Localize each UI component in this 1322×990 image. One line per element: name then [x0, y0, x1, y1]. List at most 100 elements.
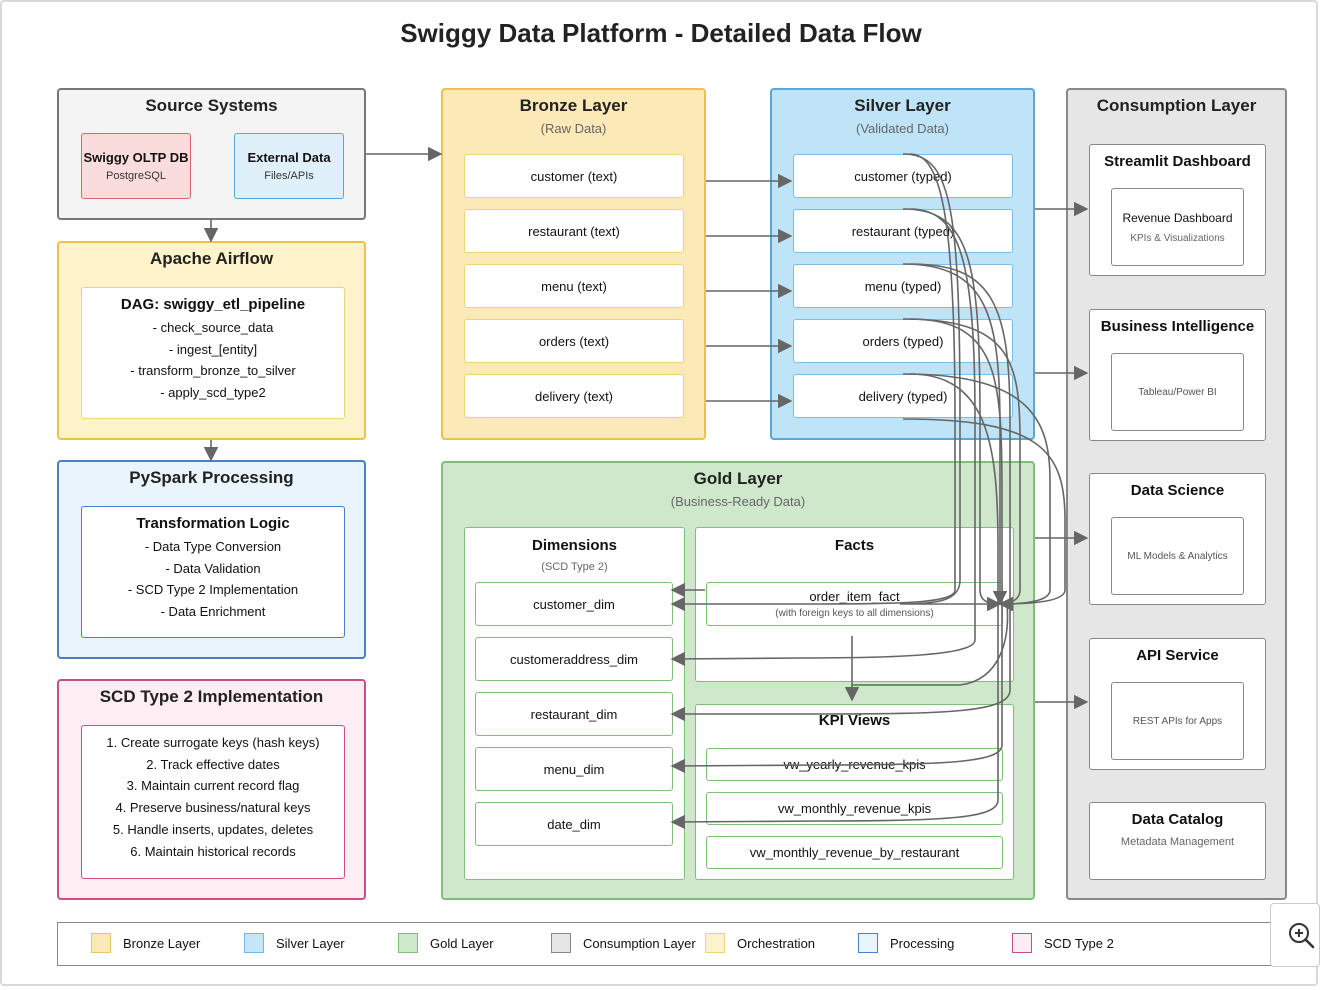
tableau-label: Tableau/Power BI — [1138, 386, 1217, 398]
dag-lines: - check_source_data - ingest_[entity] - … — [82, 317, 344, 404]
order-item-fact-sub: (with foreign keys to all dimensions) — [775, 608, 934, 619]
legend-label: Processing — [890, 935, 955, 951]
kpi-monthly-revenue-by-restaurant: vw_monthly_revenue_by_restaurant — [706, 836, 1003, 869]
revenue-dashboard-sub: KPIs & Visualizations — [1130, 232, 1225, 244]
bronze-item-label: restaurant (text) — [528, 223, 620, 239]
legend-swatch — [244, 933, 264, 953]
legend-item-scd: SCD Type 2 — [1012, 933, 1114, 953]
legend-label: Silver Layer — [276, 935, 345, 951]
dim-customeraddress: customeraddress_dim — [475, 637, 673, 681]
legend-label: Consumption Layer — [583, 935, 696, 951]
bronze-item-label: orders (text) — [538, 333, 610, 349]
order-item-fact-label: order_item_fact — [809, 589, 900, 604]
silver-menu: menu (typed) — [793, 264, 1013, 308]
dag-box: DAG: swiggy_etl_pipeline - check_source_… — [81, 287, 345, 419]
kpi-label: vw_yearly_revenue_kpis — [783, 757, 926, 772]
rest-apis-label: REST APIs for Apps — [1132, 715, 1223, 727]
rest-apis-box: REST APIs for Apps — [1111, 682, 1244, 760]
legend-item-bronze: Bronze Layer — [91, 933, 200, 953]
diagram-title: Swiggy Data Platform - Detailed Data Flo… — [400, 18, 922, 48]
tableau-box: Tableau/Power BI — [1111, 353, 1244, 431]
legend-label: Gold Layer — [430, 935, 494, 951]
dag-line: - ingest_[entity] — [168, 341, 258, 357]
transformation-line: - Data Enrichment — [160, 604, 266, 620]
kpi-label: vw_monthly_revenue_kpis — [777, 801, 932, 816]
bronze-item-label: delivery (text) — [534, 388, 614, 404]
bronze-layer-sub: (Raw Data) — [540, 121, 607, 136]
legend: Bronze Layer Silver Layer Gold Layer Con… — [57, 922, 1285, 966]
transformation-line: - Data Type Conversion — [144, 539, 282, 554]
legend-label: SCD Type 2 — [1044, 935, 1114, 951]
kpi-monthly-revenue: vw_monthly_revenue_kpis — [706, 792, 1003, 825]
scd-step: 3. Maintain current record flag — [126, 778, 300, 794]
streamlit-panel: Streamlit Dashboard Revenue Dashboard KP… — [1089, 144, 1266, 276]
source-systems-title: Source Systems — [145, 96, 278, 115]
legend-swatch — [551, 933, 571, 953]
kpi-yearly-revenue: vw_yearly_revenue_kpis — [706, 748, 1003, 781]
facts-panel: Facts order_item_fact (with foreign keys… — [695, 527, 1014, 682]
silver-customer: customer (typed) — [793, 154, 1013, 198]
data-science-panel: Data Science ML Models & Analytics — [1089, 473, 1266, 605]
silver-layer-group: Silver Layer (Validated Data) customer (… — [770, 88, 1035, 440]
bronze-item-label: customer (text) — [530, 168, 618, 184]
data-science-title: Data Science — [1130, 482, 1225, 499]
dim-label: customeraddress_dim — [510, 651, 638, 667]
airflow-group: Apache Airflow DAG: swiggy_etl_pipeline … — [57, 241, 366, 440]
zoom-in-icon — [1289, 923, 1315, 949]
dag-title: DAG: swiggy_etl_pipeline — [120, 296, 306, 313]
zoom-in-button[interactable] — [1270, 903, 1320, 967]
dag-line: - apply_scd_type2 — [160, 385, 266, 401]
transformation-logic-title: Transformation Logic — [136, 515, 290, 532]
source-systems-group: Source Systems Swiggy OLTP DB PostgreSQL… — [57, 88, 366, 220]
ml-models-label: ML Models & Analytics — [1127, 550, 1228, 562]
pyspark-title: PySpark Processing — [129, 468, 294, 487]
legend-item-orchestration: Orchestration — [705, 933, 815, 953]
dim-restaurant: restaurant_dim — [475, 692, 673, 736]
revenue-dashboard-title: Revenue Dashboard — [1122, 210, 1233, 225]
gold-layer-group: Gold Layer (Business-Ready Data) Dimensi… — [441, 461, 1035, 900]
silver-restaurant: restaurant (typed) — [793, 209, 1013, 253]
streamlit-title: Streamlit Dashboard — [1104, 153, 1251, 170]
api-service-panel: API Service REST APIs for Apps — [1089, 638, 1266, 770]
scd-step: 1. Create surrogate keys (hash keys) — [106, 735, 320, 750]
dag-line: - transform_bronze_to_silver — [130, 363, 296, 379]
bronze-item-label: menu (text) — [541, 278, 607, 294]
pyspark-group: PySpark Processing Transformation Logic … — [57, 460, 366, 659]
kpi-views-panel: KPI Views vw_yearly_revenue_kpis vw_mont… — [695, 704, 1014, 880]
dim-label: restaurant_dim — [530, 706, 618, 722]
scd-group: SCD Type 2 Implementation 1. Create surr… — [57, 679, 366, 900]
bronze-customer: customer (text) — [464, 154, 684, 198]
bronze-delivery: delivery (text) — [464, 374, 684, 418]
transformation-line: - SCD Type 2 Implementation — [127, 582, 299, 598]
oltp-db-box: Swiggy OLTP DB PostgreSQL — [81, 133, 191, 199]
dimensions-title: Dimensions — [531, 537, 618, 554]
legend-swatch — [858, 933, 878, 953]
legend-label: Orchestration — [737, 935, 816, 951]
scd-step: 5. Handle inserts, updates, deletes — [112, 821, 314, 837]
data-catalog-title: Data Catalog — [1131, 811, 1224, 828]
order-item-fact: order_item_fact (with foreign keys to al… — [706, 582, 1003, 626]
bronze-restaurant: restaurant (text) — [464, 209, 684, 253]
kpi-label: vw_monthly_revenue_by_restaurant — [749, 845, 960, 860]
data-catalog-sub: Metadata Management — [1120, 836, 1235, 848]
dimensions-sub: (SCD Type 2) — [541, 561, 608, 573]
dim-label: date_dim — [547, 816, 601, 832]
scd-steps: 1. Create surrogate keys (hash keys) 2. … — [82, 732, 344, 862]
consumption-layer-group: Consumption Layer Streamlit Dashboard Re… — [1066, 88, 1287, 900]
dimensions-panel: Dimensions (SCD Type 2) customer_dim cus… — [464, 527, 685, 880]
scd-step: 4. Preserve business/natural keys — [115, 800, 311, 816]
silver-layer-title: Silver Layer — [854, 96, 951, 115]
legend-swatch — [398, 933, 418, 953]
transformation-logic-box: Transformation Logic - Data Type Convers… — [81, 506, 345, 638]
consumption-layer-title: Consumption Layer — [1096, 96, 1257, 115]
airflow-title: Apache Airflow — [149, 249, 274, 268]
external-data-box: External Data Files/APIs — [234, 133, 344, 199]
silver-item-label: menu (typed) — [864, 278, 942, 294]
legend-swatch — [91, 933, 111, 953]
external-data-title: External Data — [247, 150, 331, 165]
scd-title: SCD Type 2 Implementation — [99, 687, 324, 706]
legend-item-gold: Gold Layer — [398, 933, 494, 953]
external-data-sub: Files/APIs — [264, 170, 314, 182]
data-catalog-panel: Data Catalog Metadata Management — [1089, 802, 1266, 880]
